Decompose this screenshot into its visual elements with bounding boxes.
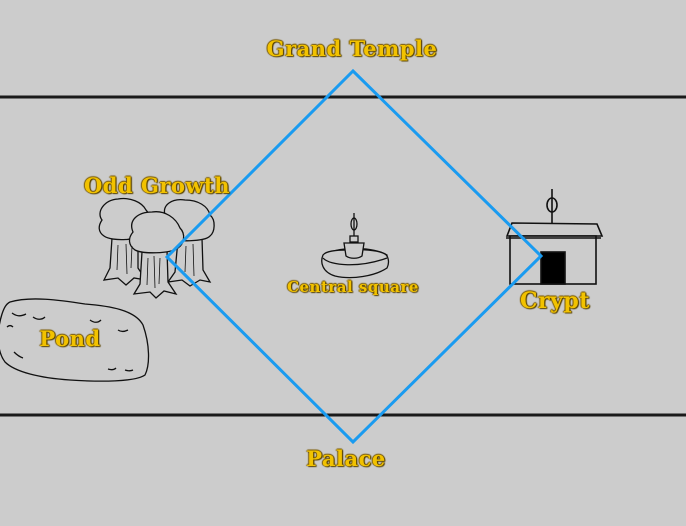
label-pond[interactable]: Pond xyxy=(39,326,101,351)
label-palace[interactable]: Palace xyxy=(306,446,386,471)
fountain-icon[interactable] xyxy=(321,213,390,279)
pond-icon[interactable] xyxy=(0,298,150,382)
label-grand-temple[interactable]: Grand Temple xyxy=(266,36,438,61)
crypt-icon[interactable] xyxy=(505,189,604,285)
label-odd-growth[interactable]: Odd Growth xyxy=(83,173,231,198)
label-central-square[interactable]: Central square xyxy=(287,278,419,296)
route-path xyxy=(164,68,544,445)
label-crypt[interactable]: Crypt xyxy=(520,288,590,314)
trees-icon[interactable] xyxy=(98,197,215,299)
